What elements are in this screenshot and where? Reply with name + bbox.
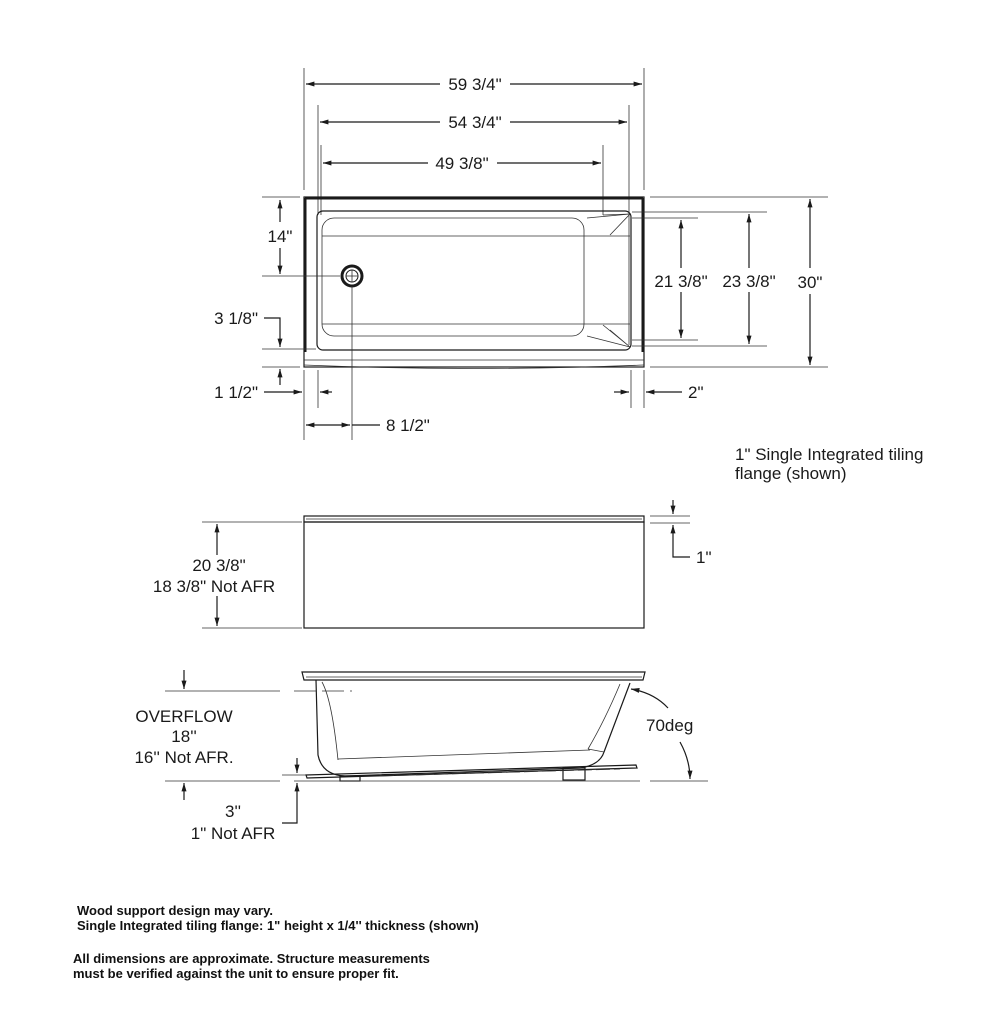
notes-block-2: All dimensions are approximate. Structur…	[73, 951, 430, 981]
flange-inset-right-label: 2"	[688, 383, 704, 402]
flange-caption-line1: 1" Single Integrated tiling	[735, 445, 924, 464]
notes-block-1: Wood support design may vary. Single Int…	[77, 903, 479, 933]
note-verify: must be verified against the unit to ens…	[73, 966, 399, 981]
flange-height-label: 1"	[696, 548, 712, 567]
top-view: 59 3/4" 54 3/4" 49 3/8"	[214, 68, 828, 440]
flange-length-label: 54 3/4"	[448, 113, 501, 132]
base-height-label: 3''	[225, 802, 241, 821]
height-not-afr-label: 18 3/8" Not AFR	[153, 577, 275, 596]
front-offset-label: 3 1/8"	[214, 309, 258, 328]
overall-width-label: 30"	[798, 273, 823, 292]
flange-caption-line2: flange (shown)	[735, 464, 847, 483]
interior-width-label: 21 3/8"	[654, 272, 707, 291]
front-view: 20 3/8" 18 3/8" Not AFR 1"	[153, 500, 712, 629]
drain-from-end-label: 8 1/2"	[386, 416, 430, 435]
angle-label: 70deg	[646, 716, 693, 735]
flange-width-label: 23 3/8"	[722, 272, 775, 291]
base-not-afr-label: 1" Not AFR	[191, 824, 275, 843]
overflow-label: OVERFLOW	[135, 707, 232, 726]
drain-icon	[340, 264, 364, 288]
flange-caption: 1" Single Integrated tiling flange (show…	[735, 445, 923, 483]
height-label: 20 3/8"	[192, 556, 245, 575]
section-view: OVERFLOW 18'' 16'' Not AFR. 3'' 1" Not A…	[134, 670, 708, 843]
interior-length-label: 49 3/8"	[435, 154, 488, 173]
note-wood-support: Wood support design may vary.	[77, 903, 273, 918]
note-approximate: All dimensions are approximate. Structur…	[73, 951, 430, 966]
overall-length-label: 59 3/4"	[448, 75, 501, 94]
overflow-height-label: 18''	[171, 727, 196, 746]
note-flange-spec: Single Integrated tiling flange: 1" heig…	[77, 918, 479, 933]
overflow-not-afr-label: 16'' Not AFR.	[134, 748, 233, 767]
flange-inset-left-label: 1 1/2"	[214, 383, 258, 402]
drain-from-back-label: 14"	[268, 227, 293, 246]
